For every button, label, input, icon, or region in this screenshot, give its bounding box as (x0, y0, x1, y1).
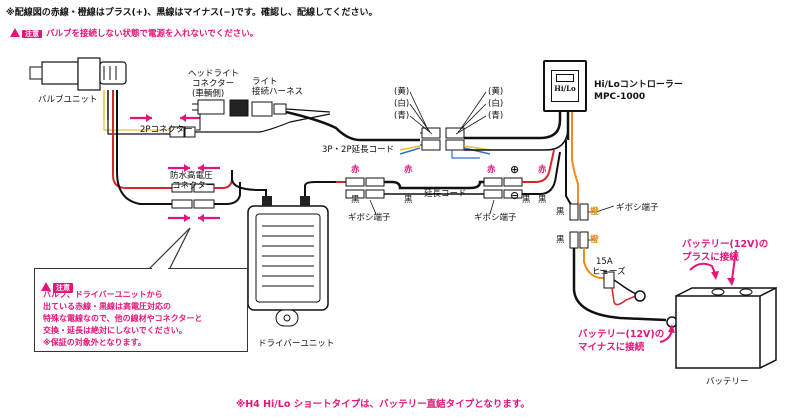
gibosi-label-3: ギボシ端子 (616, 203, 659, 213)
note-line: ※保証の対象外となります。 (43, 338, 146, 347)
black-label-4: 黒 (538, 195, 547, 205)
footer-note: ※H4 Hi/Lo ショートタイプは、バッテリー直結タイプとなります。 (236, 399, 530, 410)
warning-line: 注意バルブを接続しない状態で電源を入れないでください。 (10, 28, 258, 40)
color-yellow-left: (黄) (394, 87, 410, 97)
plus-sign: ⊕ (510, 163, 520, 176)
battery-plus-label-2: プラスに接続 (682, 252, 739, 263)
headlight-connector-label-2: コネクター (192, 79, 235, 89)
warning-note-box: 注意 バルブ、ドライバーユニットから 出ている赤線・黒線は高電圧対応の 特殊な電… (34, 268, 248, 352)
note-line: 交換・延長は絶対にしないでください。 (43, 326, 187, 335)
orange-label-2: 橙 (590, 235, 599, 245)
warning-tag: 注意 (22, 30, 42, 39)
note-line: バルブ、ドライバーユニットから (43, 290, 163, 299)
black-label-1: 黒 (351, 195, 360, 205)
hi-lo-controller: Hi/Lo (543, 60, 587, 112)
note-line: 特殊な電線なので、他の線材やコネクターと (43, 314, 203, 323)
red-label-4: 赤 (538, 165, 547, 175)
warning-text: バルブを接続しない状態で電源を入れないでください。 (46, 29, 259, 39)
color-blue-left: (青) (394, 111, 410, 121)
note-header: 注意 (41, 275, 77, 294)
battery-label: バッテリー (706, 377, 749, 387)
black-label-6: 黒 (556, 235, 565, 245)
headlight-connector-label-3: (車輌側) (192, 89, 225, 99)
waterproof-label-1: 防水高電圧 (170, 171, 213, 181)
battery-graphic (675, 286, 777, 369)
red-label-1: 赤 (351, 165, 360, 175)
red-label-3: 赤 (487, 165, 496, 175)
gibosi-label-2: ギボシ端子 (474, 213, 517, 223)
note-tag: 注意 (53, 283, 73, 293)
light-harness-label-2: 接続ハーネス (252, 87, 304, 97)
battery-minus-label-2: マイナスに接続 (578, 342, 645, 353)
controller-model: MPC-1000 (594, 92, 646, 102)
two-p-connector-label: 2Pコネクター (140, 125, 193, 135)
note-line: 出ている赤線・黒線は高電圧対応の (43, 302, 171, 311)
black-label-3: 黒 (522, 195, 531, 205)
warning-icon (10, 28, 20, 37)
fuse-amp-label: 15A (596, 257, 613, 267)
controller-name: Hi/Loコントローラー (594, 80, 683, 90)
battery-plus-label-1: バッテリー(12V)の (682, 239, 769, 250)
bulb-unit-graphic (29, 57, 127, 91)
color-white-right: (白) (488, 99, 504, 109)
gibosi-label-1: ギボシ端子 (348, 213, 391, 223)
driver-unit-graphic (247, 196, 329, 327)
fuse-label: ヒューズ (592, 267, 626, 277)
note-lines: バルブ、ドライバーユニットから 出ている赤線・黒線は高電圧対応の 特殊な電線なの… (43, 289, 202, 349)
color-blue-right: (青) (488, 111, 504, 121)
color-yellow-right: (黄) (488, 87, 504, 97)
driver-unit-label: ドライバーユニット (258, 339, 335, 349)
orange-label-1: 橙 (590, 207, 599, 217)
controller-face-label: Hi/Lo (554, 84, 576, 93)
waterproof-label-2: コネクター (172, 181, 215, 191)
bulb-unit-label: バルブユニット (38, 95, 98, 105)
battery-minus-label-1: バッテリー(12V)の (578, 329, 665, 340)
controller-face: Hi/Lo (551, 70, 579, 102)
black-label-2: 黒 (404, 195, 413, 205)
color-white-left: (白) (394, 99, 410, 109)
minus-sign: ⊖ (510, 189, 520, 202)
header-note: ※配線図の赤線・橙線はプラス(+)、黒線はマイナス(−)です。確認し、配線してく… (6, 8, 378, 18)
light-harness-label-1: ライト (252, 77, 278, 87)
note-warning-icon (41, 282, 51, 291)
black-label-5: 黒 (556, 207, 565, 217)
extension-cord-label: 延長コード (424, 189, 467, 199)
headlight-connector-label-1: ヘッドライト (188, 69, 240, 79)
red-label-2: 赤 (404, 165, 413, 175)
three-two-p-cord-label: 3P・2P延長コード (322, 145, 395, 155)
